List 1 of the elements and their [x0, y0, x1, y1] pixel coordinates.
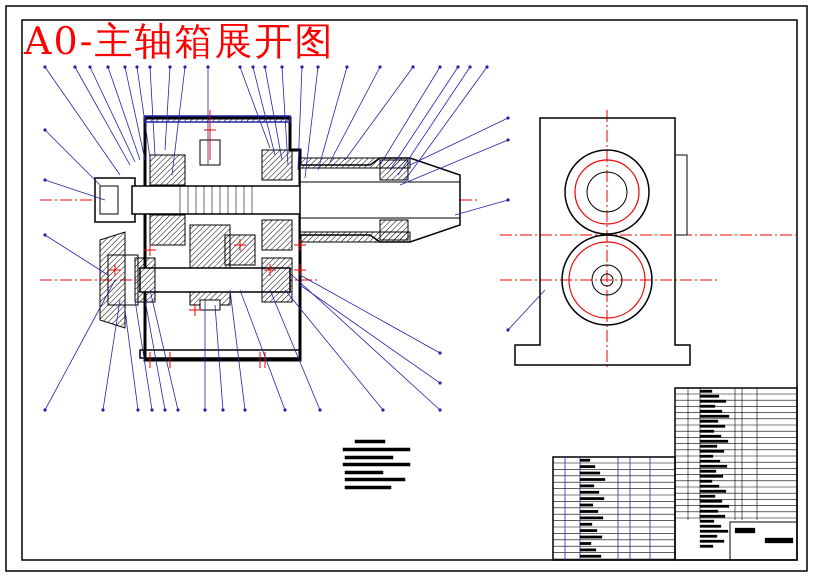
- drawing-title: A0-主轴箱展开图: [24, 18, 334, 64]
